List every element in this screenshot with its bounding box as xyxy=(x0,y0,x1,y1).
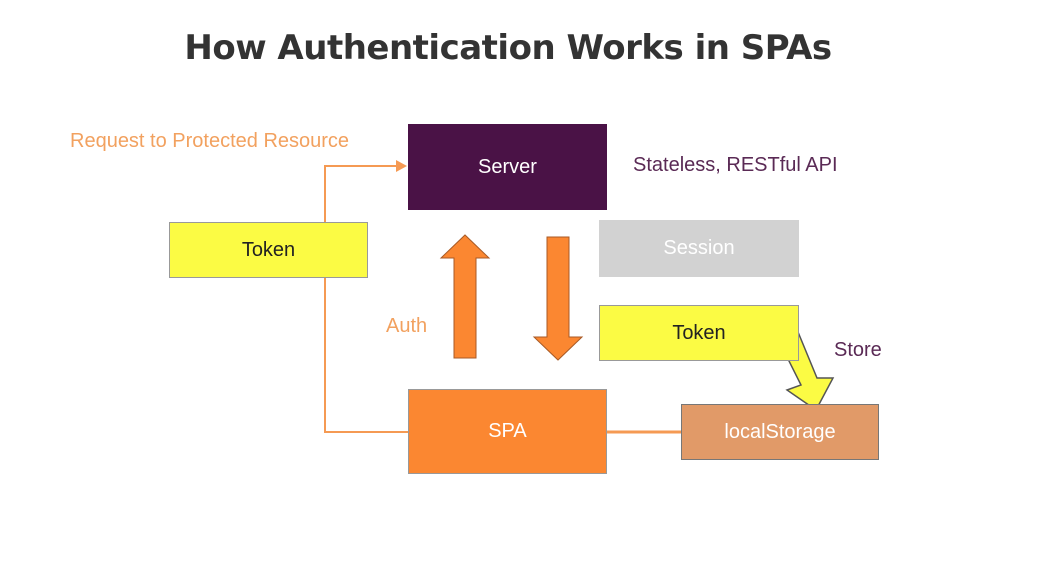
spa-box: SPA xyxy=(408,389,607,474)
session-box: Session xyxy=(599,220,799,277)
response-down-arrow xyxy=(532,236,584,361)
diagram-title: How Authentication Works in SPAs xyxy=(184,28,832,68)
auth-up-arrow xyxy=(439,234,491,359)
store-label: Store xyxy=(834,339,882,361)
session-label: Session xyxy=(663,237,735,259)
server-label: Server xyxy=(478,155,537,178)
spa-label: SPA xyxy=(488,420,527,442)
token-box-left: Token xyxy=(169,222,368,278)
auth-label: Auth xyxy=(386,315,428,337)
request-connector-line xyxy=(324,165,396,222)
request-arrowhead xyxy=(396,160,407,172)
server-box: Server xyxy=(408,124,607,210)
token-right-label: Token xyxy=(672,321,726,344)
local-storage-box: localStorage xyxy=(681,404,879,460)
local-storage-label: localStorage xyxy=(724,420,836,443)
token-left-label: Token xyxy=(241,238,296,261)
token-box-right: Token xyxy=(599,305,799,361)
stateless-api-label: Stateless, RESTful API xyxy=(633,154,838,176)
token-spa-connector-line xyxy=(324,278,408,433)
request-label: Request to Protected Resource xyxy=(70,130,350,152)
